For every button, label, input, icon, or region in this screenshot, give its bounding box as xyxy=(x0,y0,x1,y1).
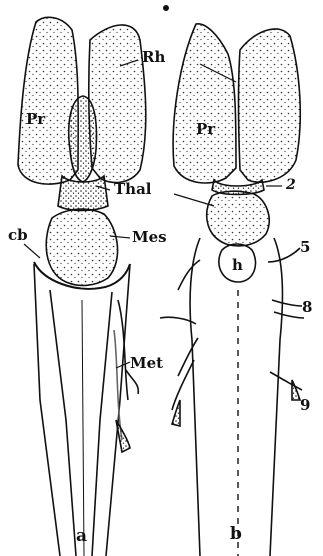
label-pr-b: Pr xyxy=(196,122,215,137)
specimen-a-mesencephalon xyxy=(46,209,117,285)
specimen-b-right-hemisphere xyxy=(239,29,301,182)
specimen-b xyxy=(160,24,304,556)
label-9: 9 xyxy=(300,398,310,413)
label-rh: Rh xyxy=(142,50,165,65)
label-cb: cb xyxy=(8,228,28,243)
label-h: h xyxy=(232,258,243,273)
specimen-b-mesencephalon xyxy=(207,191,269,246)
specimen-b-medulla xyxy=(190,238,282,556)
label-thal: Thal xyxy=(114,182,152,197)
specimen-a-median-lobe xyxy=(69,96,97,182)
label-2: 2 xyxy=(286,178,296,192)
label-5: 5 xyxy=(300,240,310,255)
specimen-a-right-hemisphere xyxy=(89,25,146,183)
label-8: 8 xyxy=(302,300,312,315)
specimen-a xyxy=(18,17,146,556)
panel-label-b: b xyxy=(230,526,242,543)
label-mes: Mes xyxy=(132,230,167,245)
top-dot-marker xyxy=(163,5,169,11)
label-met: Met xyxy=(130,356,163,371)
specimen-a-left-hemisphere xyxy=(18,17,78,184)
specimen-b-nerve-9 xyxy=(172,360,302,410)
specimen-b-left-hemisphere xyxy=(173,24,236,183)
label-pr-a: Pr xyxy=(26,112,45,127)
specimen-b-nerve-8 xyxy=(272,300,304,318)
panel-label-a: a xyxy=(76,528,87,545)
